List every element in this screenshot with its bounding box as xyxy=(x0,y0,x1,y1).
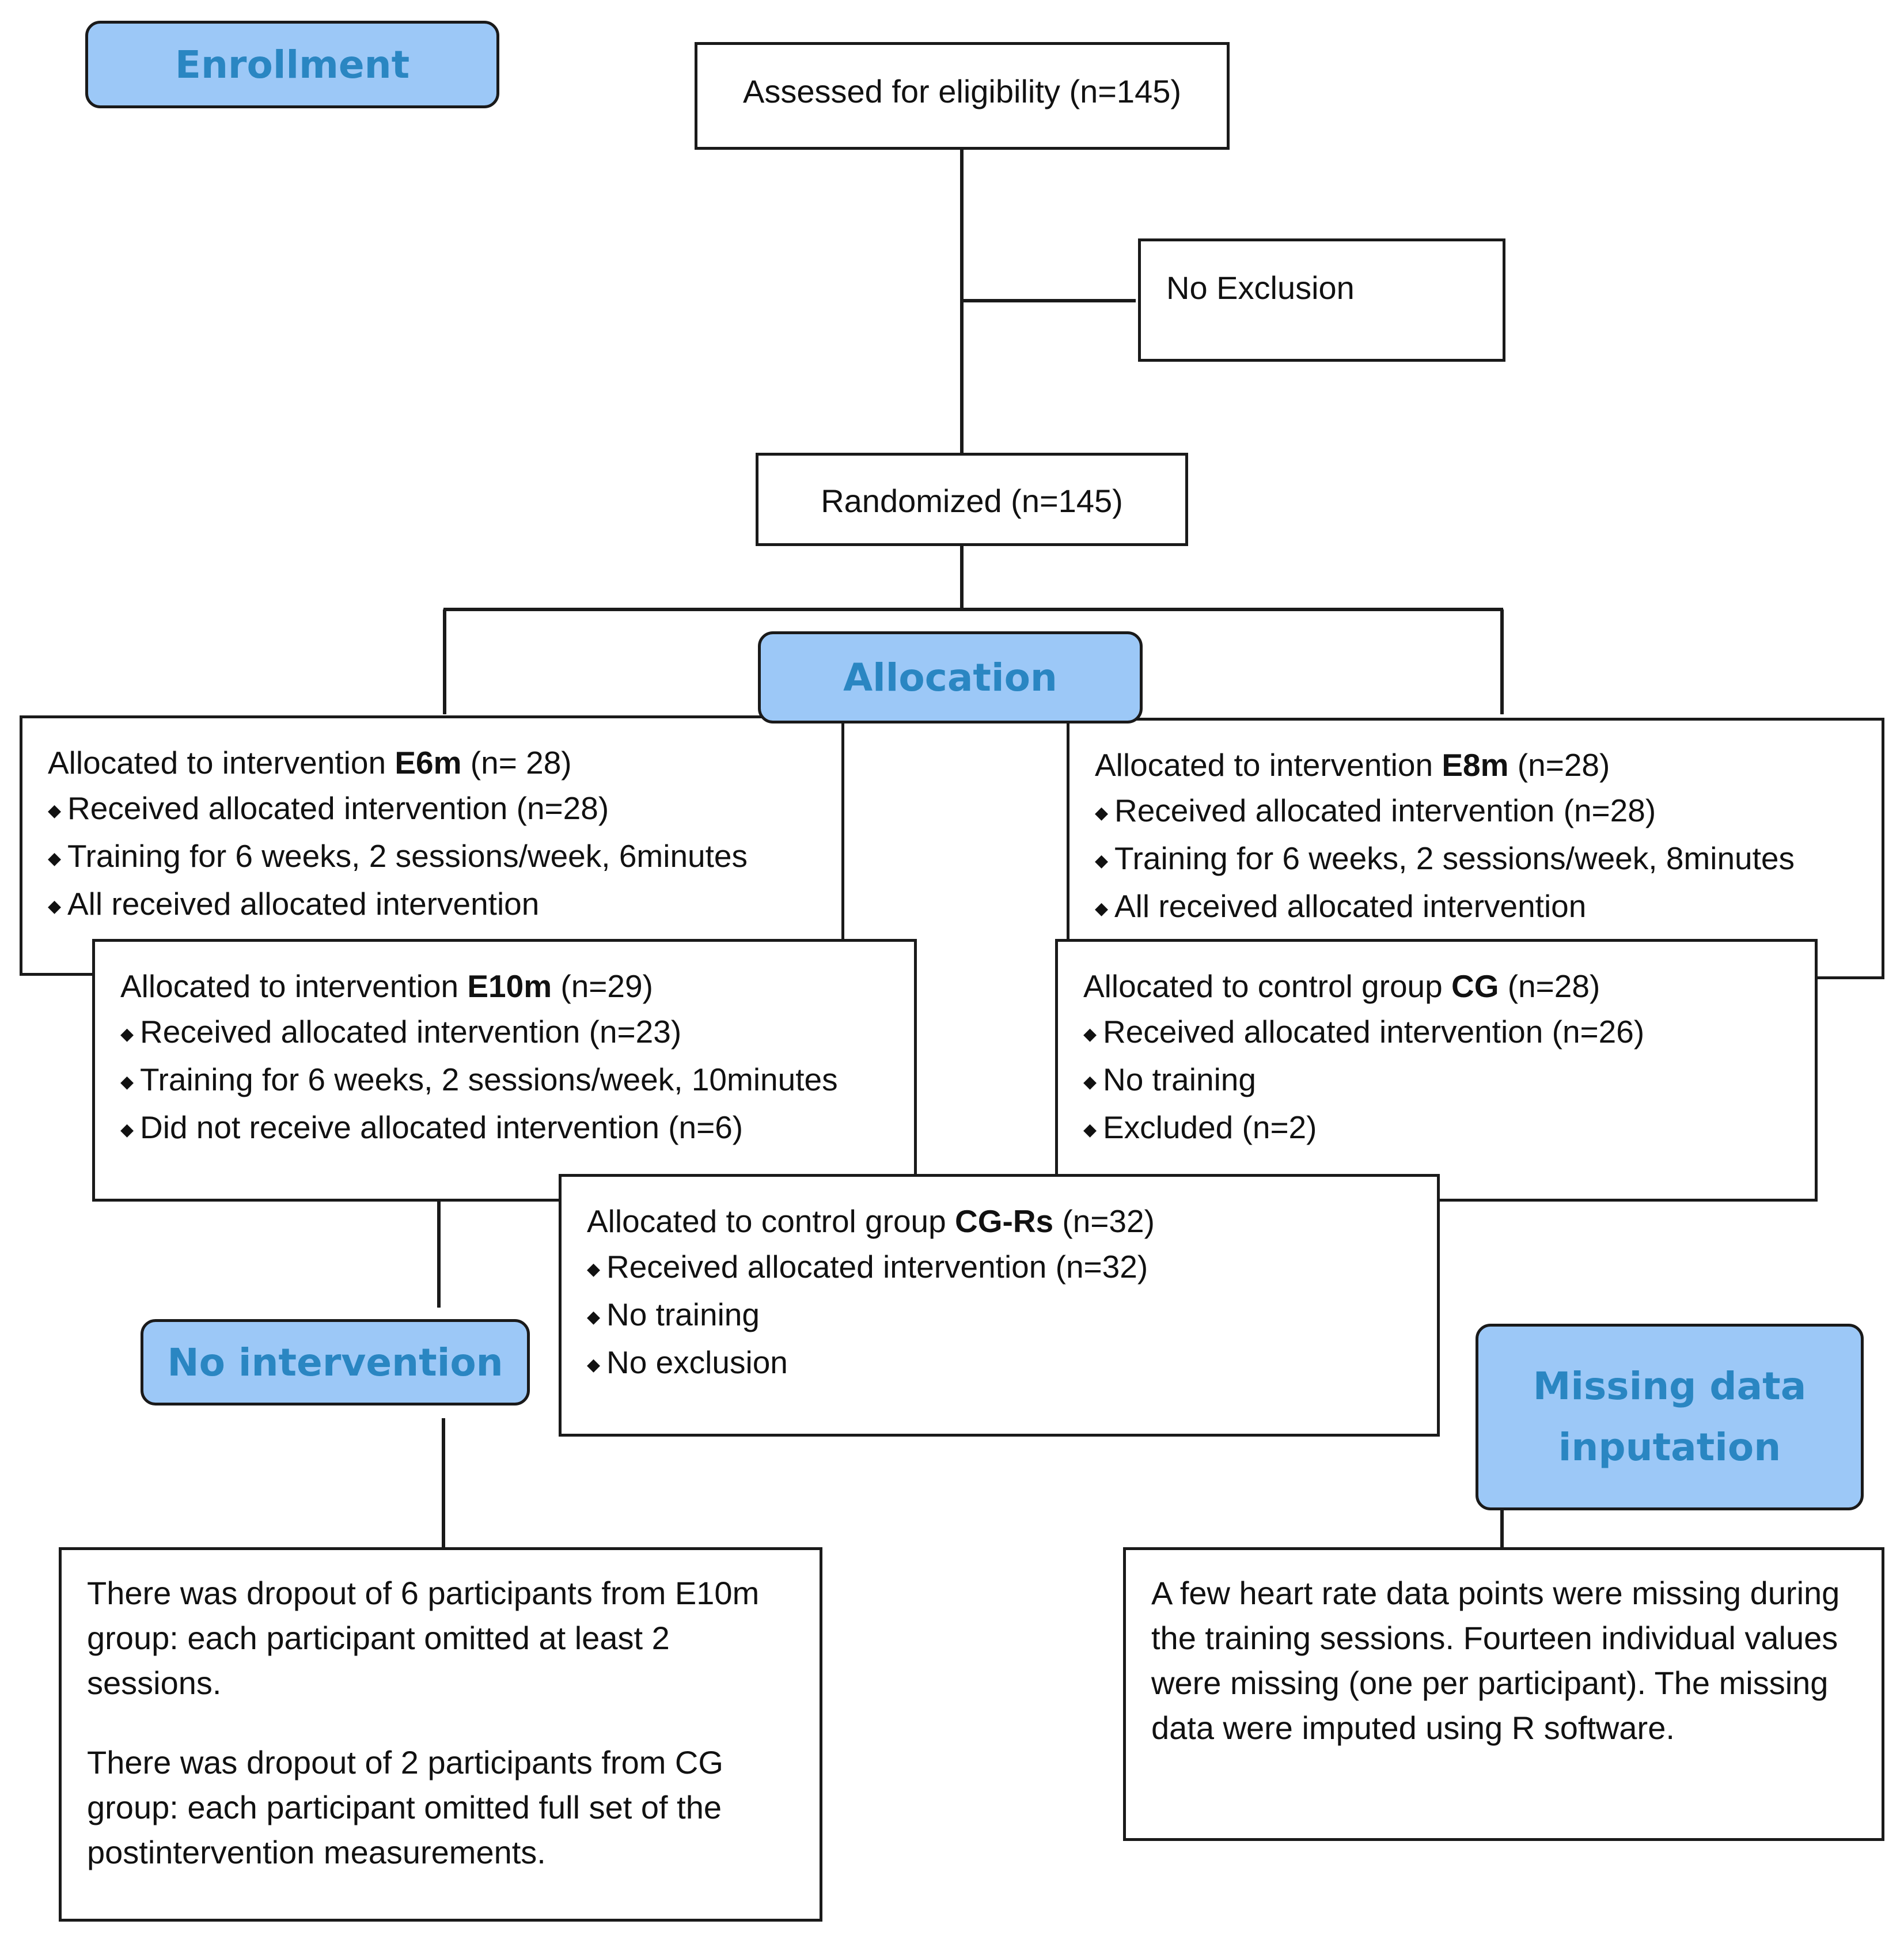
phase-missing-data-line1: Missing data xyxy=(1533,1364,1807,1408)
e8m-heading-group: E8m xyxy=(1442,747,1509,783)
e6m-heading: Allocated to intervention E6m (n= 28) xyxy=(48,740,841,786)
list-item: ◆ Did not receive allocated intervention … xyxy=(120,1105,914,1153)
e10m-bullet-text: Did not receive allocated intervention (… xyxy=(140,1109,744,1145)
diamond-bullet-icon: ◆ xyxy=(120,1120,134,1139)
list-item: ◆No training xyxy=(587,1292,1437,1340)
box-no-exclusion: No Exclusion xyxy=(1138,238,1505,362)
cg-bullet-text: No training xyxy=(1103,1061,1256,1097)
cgrs-heading-group: CG-Rs xyxy=(955,1203,1054,1239)
phase-missing-data-line2: inputation xyxy=(1558,1425,1781,1469)
cg-heading: Allocated to control group CG (n=28) xyxy=(1083,964,1815,1009)
e8m-bullet-text: Received allocated intervention (n=28) xyxy=(1114,793,1656,828)
list-item: ◆ Received allocated intervention (n=26) xyxy=(1083,1009,1815,1057)
list-item: ◆ All received allocated intervention xyxy=(1095,884,1882,931)
diamond-bullet-icon: ◆ xyxy=(1083,1120,1097,1139)
cg-bullet-text: Excluded (n=2) xyxy=(1103,1109,1317,1145)
list-item: ◆ No training xyxy=(1083,1057,1815,1105)
e6m-heading-group: E6m xyxy=(395,745,462,781)
e6m-bullet-text: Received allocated intervention (n=28) xyxy=(67,790,609,826)
list-item: ◆Received allocated intervention (n=32) xyxy=(587,1244,1437,1292)
e10m-heading-group: E10m xyxy=(467,968,552,1004)
cg-heading-group: CG xyxy=(1451,968,1499,1004)
phase-allocation-label: Allocation xyxy=(843,655,1057,700)
cgrs-heading-n: (n=32) xyxy=(1053,1203,1155,1239)
phase-no-intervention-label: No intervention xyxy=(167,1340,503,1385)
cgrs-heading: Allocated to control group CG-Rs (n=32) xyxy=(587,1199,1437,1244)
e10m-bullet-text: Training for 6 weeks, 2 sessions/week, 1… xyxy=(140,1061,838,1097)
e6m-bullet-text: Training for 6 weeks, 2 sessions/week, 6… xyxy=(67,838,748,874)
phase-missing-data: Missing data inputation xyxy=(1476,1324,1864,1510)
diamond-bullet-icon: ◆ xyxy=(1095,803,1109,823)
diamond-bullet-icon: ◆ xyxy=(1083,1072,1097,1092)
e6m-heading-n: (n= 28) xyxy=(461,745,572,781)
e8m-heading-pre: Allocated to intervention xyxy=(1095,747,1442,783)
list-item: ◆ Received allocated intervention (n=23) xyxy=(120,1009,914,1057)
cgrs-bullet-text: No exclusion xyxy=(606,1344,788,1380)
list-item: ◆ Received allocated intervention (n=28) xyxy=(48,786,841,834)
e8m-heading-n: (n=28) xyxy=(1508,747,1610,783)
diamond-bullet-icon: ◆ xyxy=(48,801,62,820)
cg-bullet-text: Received allocated intervention (n=26) xyxy=(1103,1014,1645,1050)
list-item: ◆ Training for 6 weeks, 2 sessions/week, … xyxy=(1095,836,1882,884)
e6m-bullet-text: All received allocated intervention xyxy=(67,885,540,922)
e10m-heading-n: (n=29) xyxy=(552,968,653,1004)
diamond-bullet-icon: ◆ xyxy=(1095,899,1109,918)
e8m-bullet-text: All received allocated intervention xyxy=(1114,888,1587,924)
diamond-bullet-icon: ◆ xyxy=(587,1307,601,1327)
box-missing-data-note: A few heart rate data points were missin… xyxy=(1123,1547,1884,1841)
e8m-bullet-text: Training for 6 weeks, 2 sessions/week, 8… xyxy=(1114,840,1795,876)
missing-data-paragraph: A few heart rate data points were missin… xyxy=(1151,1575,1840,1746)
assessed-label: Assessed for eligibility (n=145) xyxy=(742,73,1182,109)
cgrs-heading-pre: Allocated to control group xyxy=(587,1203,955,1239)
box-e6m: Allocated to intervention E6m (n= 28) ◆ R… xyxy=(20,715,844,976)
diamond-bullet-icon: ◆ xyxy=(120,1072,134,1092)
e10m-heading-pre: Allocated to intervention xyxy=(120,968,468,1004)
phase-no-intervention: No intervention xyxy=(141,1319,530,1406)
cg-heading-pre: Allocated to control group xyxy=(1083,968,1451,1004)
e6m-heading-pre: Allocated to intervention xyxy=(48,745,395,781)
e10m-heading: Allocated to intervention E10m (n=29) xyxy=(120,964,914,1009)
no-exclusion-label: No Exclusion xyxy=(1166,270,1355,306)
box-e8m: Allocated to intervention E8m (n=28) ◆Re… xyxy=(1067,718,1884,979)
list-item: ◆ Training for 6 weeks, 2 sessions/week, … xyxy=(120,1057,914,1105)
dropout-paragraph: There was dropout of 2 participants from… xyxy=(87,1744,723,1870)
list-item: ◆ Excluded (n=2) xyxy=(1083,1105,1815,1153)
box-dropout-note: There was dropout of 6 participants from… xyxy=(59,1547,822,1922)
e8m-heading: Allocated to intervention E8m (n=28) xyxy=(1095,742,1882,788)
phase-allocation: Allocation xyxy=(758,631,1143,723)
diamond-bullet-icon: ◆ xyxy=(1095,851,1109,870)
phase-enrollment: Enrollment xyxy=(85,21,499,108)
list-item: ◆Received allocated intervention (n=28) xyxy=(1095,788,1882,836)
list-item: ◆ No exclusion xyxy=(587,1340,1437,1388)
e10m-bullet-text: Received allocated intervention (n=23) xyxy=(140,1014,682,1050)
diamond-bullet-icon: ◆ xyxy=(587,1259,601,1279)
box-randomized: Randomized (n=145) xyxy=(756,453,1188,546)
dropout-paragraph: There was dropout of 6 participants from… xyxy=(87,1575,760,1701)
phase-enrollment-label: Enrollment xyxy=(175,42,410,87)
cgrs-bullet-text: Received allocated intervention (n=32) xyxy=(606,1249,1148,1285)
cg-heading-n: (n=28) xyxy=(1499,968,1600,1004)
list-item: ◆All received allocated intervention xyxy=(48,881,841,929)
diamond-bullet-icon: ◆ xyxy=(48,896,62,916)
diamond-bullet-icon: ◆ xyxy=(48,848,62,868)
box-cg-rs: Allocated to control group CG-Rs (n=32) … xyxy=(559,1174,1440,1437)
box-e10m: Allocated to intervention E10m (n=29) ◆ R… xyxy=(92,939,917,1202)
randomized-label: Randomized (n=145) xyxy=(821,483,1123,519)
diamond-bullet-icon: ◆ xyxy=(120,1024,134,1044)
cgrs-bullet-text: No training xyxy=(606,1296,760,1332)
diamond-bullet-icon: ◆ xyxy=(587,1355,601,1374)
box-cg: Allocated to control group CG (n=28) ◆ Re… xyxy=(1055,939,1818,1202)
diamond-bullet-icon: ◆ xyxy=(1083,1024,1097,1044)
box-assessed-eligibility: Assessed for eligibility (n=145) xyxy=(695,42,1230,150)
list-item: ◆Training for 6 weeks, 2 sessions/week, … xyxy=(48,834,841,881)
